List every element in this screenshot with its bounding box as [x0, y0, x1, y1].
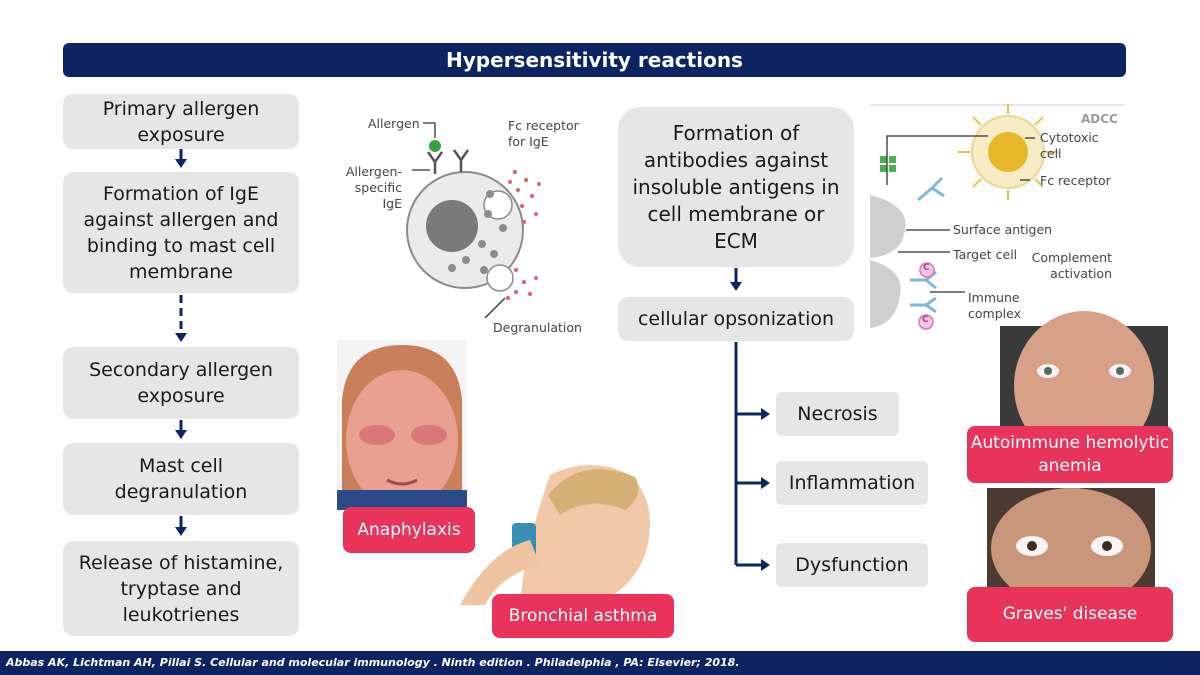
secondary-exposure-box: Secondary allergen exposure [63, 347, 299, 419]
surface-antigen-label: Surface antigen [953, 222, 1053, 237]
mast-cell-degranulation-box: Mast cell degranulation [63, 443, 299, 515]
anaphylaxis-label: Anaphylaxis [343, 507, 475, 553]
fc-receptor-label: Fc receptor [1040, 173, 1111, 188]
dysfunction-box: Dysfunction [776, 543, 928, 587]
complement-activation-label: Complement activation [1031, 250, 1112, 281]
ige-antibody-icon [426, 149, 470, 174]
allergen-specific-ige-label: Allergen-specific IgE [345, 164, 402, 211]
allergen-label: Allergen [368, 116, 420, 131]
fc-receptor-ige-label: Fc receptor for IgE [508, 118, 579, 149]
arrow-1-head [175, 159, 187, 168]
cytotoxic-cell-label: Cytotoxic cell [1040, 130, 1099, 161]
bronchial-asthma-label: Bronchial asthma [492, 594, 674, 638]
anaphylaxis-photo [337, 340, 467, 510]
complement-c-marker-2: C [922, 315, 929, 325]
target-cell-icon [870, 195, 906, 258]
mediator-release-box: Release of histamine, tryptase and leuko… [63, 541, 299, 636]
bronchial-asthma-photo [460, 465, 650, 605]
antibody-icon [910, 176, 945, 314]
necrosis-box: Necrosis [776, 392, 899, 436]
arrow-3-head [175, 430, 187, 439]
page-title: Hypersensitivity reactions [63, 43, 1126, 77]
mast-cell-illustration [406, 122, 541, 319]
arrow-4-head [175, 527, 187, 536]
arrow-2-head [175, 333, 187, 342]
graves-disease-label: Graves' disease [967, 587, 1173, 642]
degranulation-label: Degranulation [493, 320, 582, 335]
graves-disease-photo [987, 488, 1155, 608]
adcc-illustration [870, 104, 1125, 330]
antibody-formation-box: Formation of antibodies against insolubl… [618, 107, 854, 267]
nucleus-icon [426, 200, 478, 252]
allergen-icon [429, 140, 441, 152]
complement-c-marker: C [923, 263, 930, 273]
hemolytic-anemia-label: Autoimmune hemolytic anemia [967, 426, 1173, 483]
complement-c-icon [919, 262, 935, 278]
inflammation-box: Inflammation [776, 461, 928, 505]
primary-exposure-box: Primary allergen exposure [63, 94, 299, 149]
target-cell-label: Target cell [953, 247, 1018, 262]
adcc-header: ADCC [1081, 112, 1118, 126]
hemolytic-anemia-photo [1000, 311, 1168, 461]
ige-formation-box: Formation of IgE against allergen and bi… [63, 172, 299, 293]
opsonization-box: cellular opsonization [618, 297, 854, 341]
citation-footer: Abbas AK, Lichtman AH, Pillai S. Cellula… [0, 651, 1200, 675]
immune-complex-label: Immune complex [968, 290, 1021, 321]
